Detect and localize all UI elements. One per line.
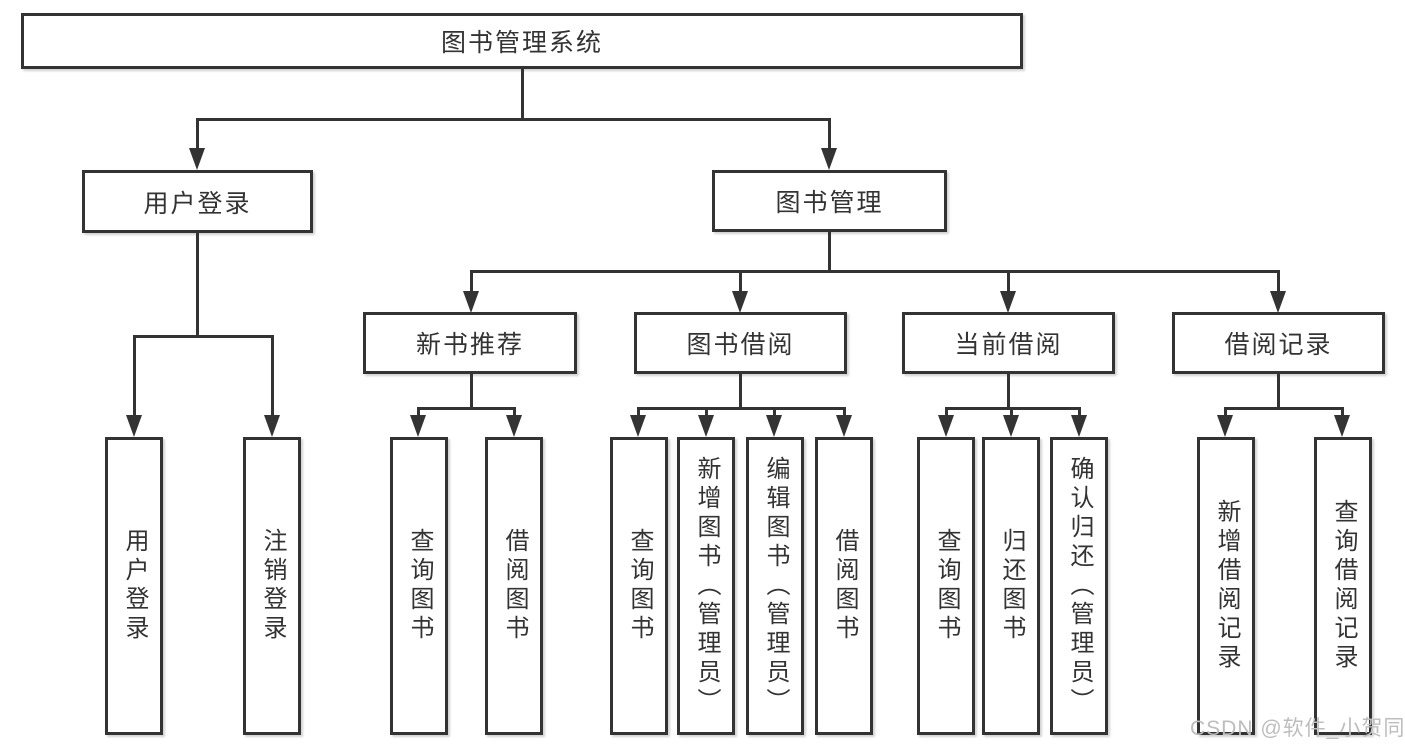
arrow-down-icon [766,407,783,437]
arrow-down-icon [1070,407,1088,437]
connector-line [828,232,831,270]
arrow-down-icon [1002,407,1020,437]
leaf-borrow-books: 借阅图书 [485,437,543,735]
connector-line [469,374,473,407]
arrow-down-icon [999,270,1017,313]
arrow-down-icon [835,407,853,437]
arrow-down-icon [188,118,206,170]
leaf-user-login: 用户登录 [105,437,163,735]
leaf-query-borrow-record: 查询借阅记录 [1314,437,1372,735]
arrow-down-icon [630,407,647,437]
node-new-book-recommend: 新书推荐 [363,312,577,374]
leaf-return-books: 归还图书 [982,437,1040,735]
leaf-confirm-return-admin: 确认归还（管理员） [1050,437,1108,735]
node-root-library-system: 图书管理系统 [21,13,1023,69]
leaf-borrow-books: 借阅图书 [815,437,873,735]
watermark: CSDN @软件_小贺同学 [1190,717,1405,740]
connector-line [1225,407,1343,410]
arrow-down-icon [505,407,523,437]
arrow-down-icon [937,407,955,437]
leaf-query-books: 查询图书 [610,437,668,735]
node-user-login: 用户登录 [82,170,313,233]
leaf-logout: 注销登录 [243,437,301,735]
leaf-add-books-admin: 新增图书（管理员） [677,437,735,735]
connector-line [739,374,742,407]
leaf-add-borrow-record: 新增借阅记录 [1197,437,1255,735]
connector-line [134,335,272,338]
leaf-query-books: 查询图书 [917,437,975,735]
arrow-down-icon [821,118,838,170]
arrow-down-icon [125,335,143,437]
node-book-borrow: 图书借阅 [634,312,847,374]
connector-line [1277,374,1280,407]
connector-line [418,407,515,410]
connector-line [195,233,199,335]
arrow-down-icon [462,270,480,313]
arrow-down-icon [410,407,427,437]
node-book-management: 图书管理 [712,170,947,232]
arrow-down-icon [263,335,281,437]
arrow-down-icon [697,407,715,437]
leaf-edit-books-admin: 编辑图书（管理员） [746,437,804,735]
connector-line [520,69,524,118]
connector-line [1006,374,1010,407]
connector-line [946,407,1079,410]
connector-line [471,270,1279,273]
node-current-borrow: 当前借阅 [902,312,1115,374]
leaf-query-books: 查询图书 [390,437,448,735]
arrow-down-icon [1217,407,1234,437]
connector-line [197,118,830,121]
arrow-down-icon [732,270,749,313]
arrow-down-icon [1270,270,1287,313]
connector-line [638,407,845,410]
node-borrow-records: 借阅记录 [1172,312,1385,374]
arrow-down-icon [1334,407,1351,437]
